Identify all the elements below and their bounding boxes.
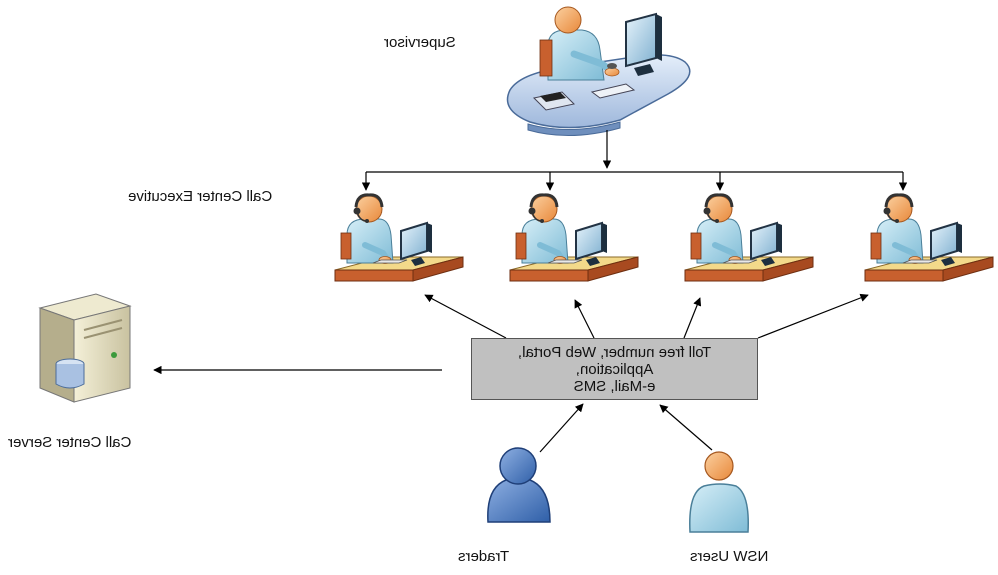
channels-box: Toll free number, Web Portal, Applicatio… [471,338,758,400]
channel-connectors [153,293,869,453]
traders-label: Traders [458,548,510,565]
call-center-server-label: Call Center Server [8,434,132,451]
person-icon [487,447,551,523]
supervisor-desk-icon [506,6,691,136]
user-icon [689,451,749,533]
nsw-users-label: NSW Users [690,548,769,565]
server-icon [38,293,132,403]
supervisor-label: Supervisor [384,34,456,51]
channels-text: Toll free number, Web Portal, Applicatio… [517,343,712,395]
call-center-agent-icon [335,195,993,281]
supervisor-connectors [361,130,908,191]
call-center-executive-label: Call Center Executive [128,188,273,205]
